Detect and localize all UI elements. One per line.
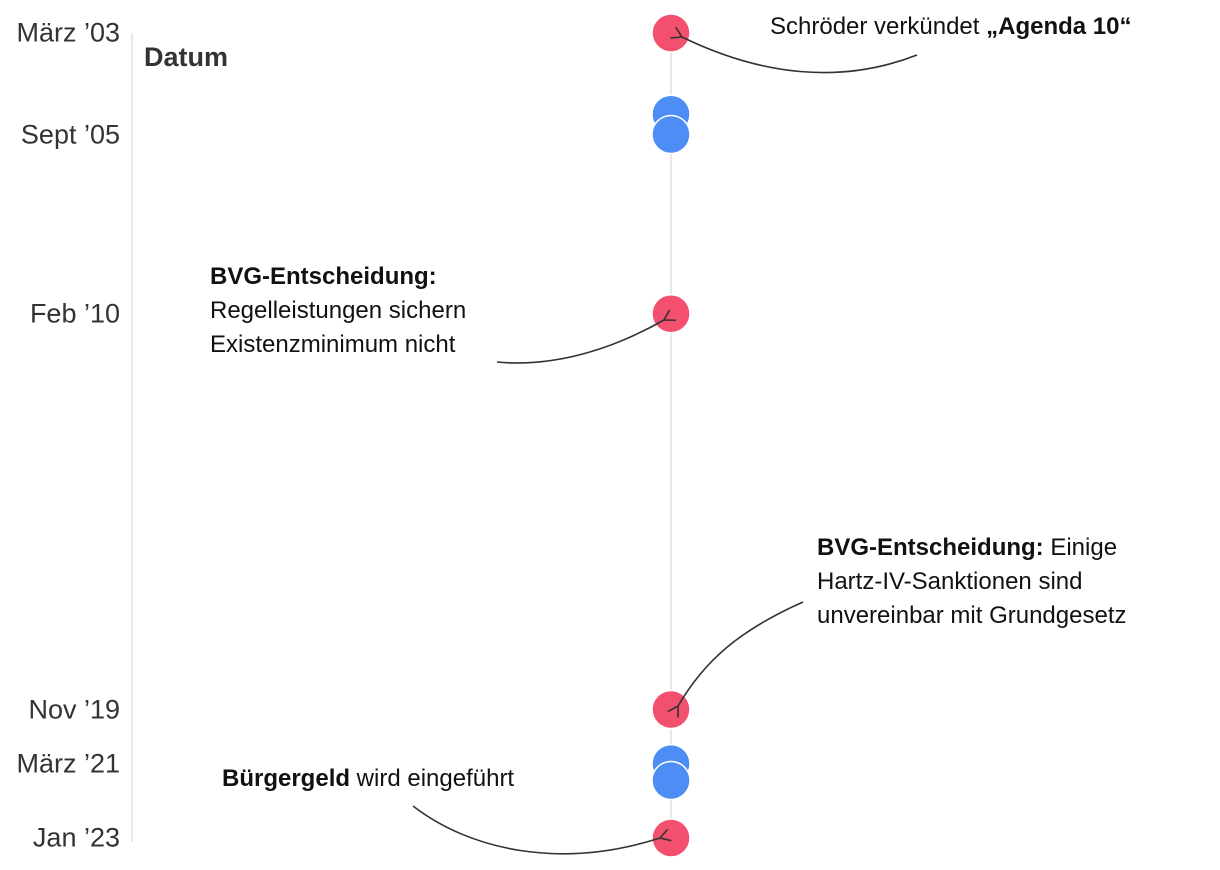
annotation-buergergeld: Bürgergeld wird eingeführt [222, 762, 514, 796]
annotation-bvg-2019-bold: BVG-Entscheidung: [817, 534, 1044, 561]
annotation-arrow-bvg-2010 [496, 309, 676, 364]
timeline-point-red [651, 293, 691, 334]
y-tick-label: Feb ’10 [29, 298, 120, 329]
annotation-agenda: Schröder verkündet „Agenda 10“ [770, 10, 1132, 44]
annotation-bvg-2019-line: Hartz-IV-Sanktionen sind [817, 568, 1083, 595]
annotation-bvg-2010-bold: BVG-Entscheidung: [210, 263, 437, 290]
annotation-agenda-text: Schröder verkündet [770, 13, 987, 40]
annotation-arrow-agenda [670, 26, 918, 74]
y-axis-title: Datum [144, 42, 229, 72]
annotation-buergergeld-bold: Bürgergeld [222, 765, 351, 792]
annotation-arrow-bvg-2019 [667, 601, 804, 718]
annotation-bvg-2010-line: Existenzminimum nicht [210, 331, 456, 358]
annotation-bvg-2019: BVG-Entscheidung: Einige Hartz-IV-Sankti… [817, 531, 1127, 633]
y-tick-label: März ’03 [16, 17, 120, 48]
annotation-bvg-2019-rest: Einige [1043, 534, 1118, 561]
y-tick-label: Jan ’23 [32, 822, 120, 853]
annotation-agenda-bold: „Agenda 10“ [986, 13, 1132, 40]
timeline-point-blue [651, 760, 691, 801]
timeline-point-blue [651, 114, 691, 155]
timeline-point-red [651, 13, 691, 53]
y-tick-label: Nov ’19 [28, 694, 120, 725]
annotation-bvg-2010-line: Regelleistungen sichern [210, 297, 467, 324]
annotation-buergergeld-text: wird eingeführt [350, 765, 515, 792]
annotation-bvg-2019-line: unvereinbar mit Grundgesetz [817, 602, 1127, 629]
annotation-arrow-buergergeld [412, 805, 672, 855]
y-tick-label: März ’21 [16, 748, 120, 779]
y-tick-label: Sept ’05 [20, 119, 120, 150]
annotation-bvg-2010: BVG-Entscheidung: Regelleistungen sicher… [210, 260, 466, 362]
